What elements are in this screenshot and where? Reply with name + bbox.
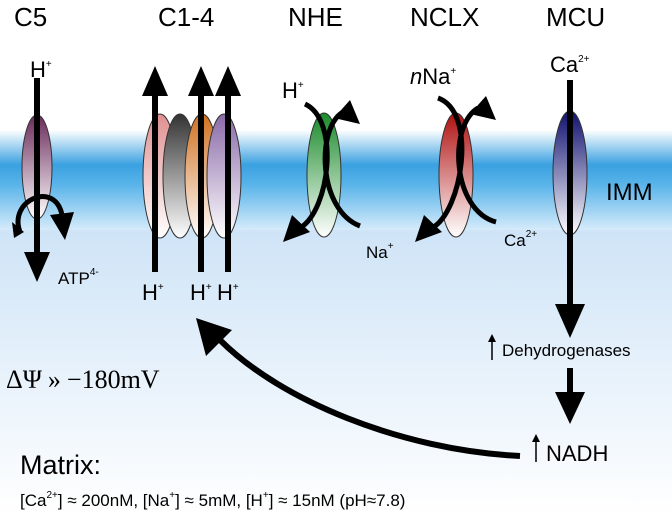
c1-proton-arrowhead	[142, 66, 168, 96]
c4-proton-label: H+	[217, 280, 239, 305]
membrane-label: IMM	[606, 179, 653, 206]
membrane-potential: ΔΨ»−180mV	[6, 365, 160, 394]
mcu-top-ion: Ca2+	[550, 52, 590, 77]
c4-proton-arrowhead	[215, 66, 241, 96]
mcu-calcium-arrowhead	[555, 304, 585, 338]
header-c1-4: C1-4	[158, 2, 214, 32]
header-c5: C5	[14, 2, 47, 32]
nadh-label: NADH	[546, 441, 608, 466]
header-nhe: NHE	[288, 2, 343, 32]
transporter-nclx: nNa+ Ca2+	[410, 64, 537, 250]
nhe-h-arrowhead	[283, 215, 310, 242]
c1-proton-label: H+	[142, 280, 164, 305]
nadh-feedback-arrowhead	[196, 318, 232, 356]
c5-atp-arrowhead	[50, 212, 74, 240]
matrix-concentrations: [Ca2+] ≈ 200nM, [Na+] ≈ 5mM, [H+] ≈ 15nM…	[20, 490, 405, 510]
nadh-up-arrowhead	[532, 434, 540, 442]
nclx-top-ion: nNa+	[410, 64, 456, 89]
nclx-ca-arrowhead	[470, 96, 496, 120]
c4-oval	[206, 113, 242, 239]
nclx-bottom-ion: Ca2+	[504, 229, 537, 250]
c3-proton-label: H+	[190, 280, 212, 305]
complex-c5: H+ ATP4-	[12, 57, 99, 288]
transporter-nhe: H+ Na+	[282, 78, 394, 262]
dehydrogenases-to-nadh-arrowhead	[555, 392, 585, 424]
header-nclx: NCLX	[410, 2, 479, 32]
header-mcu: MCU	[546, 2, 605, 32]
matrix-title: Matrix:	[20, 450, 101, 480]
nclx-na-arrowhead	[415, 215, 442, 242]
complex-c1-4: H+ H+ H+	[142, 66, 242, 305]
nclx-ca-curve	[456, 105, 497, 225]
nhe-na-curve	[322, 109, 362, 229]
nhe-top-ion: H+	[282, 78, 304, 103]
c5-atp-tail	[12, 222, 24, 238]
c5-proton-arrowhead	[24, 252, 50, 282]
nhe-na-arrowhead	[334, 100, 360, 124]
c3-proton-arrowhead	[188, 66, 214, 96]
c5-atp-label: ATP4-	[58, 267, 99, 288]
c5-atp-curve	[15, 194, 65, 233]
c5-top-ion: H+	[30, 57, 52, 82]
channel-mcu: Ca2+ Dehydrogenases NADH	[488, 52, 631, 466]
nhe-bottom-ion: Na+	[366, 241, 394, 262]
dehydrogenases-label: Dehydrogenases	[502, 341, 631, 360]
nadh-feedback-arrow	[217, 337, 521, 459]
dehydrogenases-up-arrowhead	[488, 334, 496, 342]
